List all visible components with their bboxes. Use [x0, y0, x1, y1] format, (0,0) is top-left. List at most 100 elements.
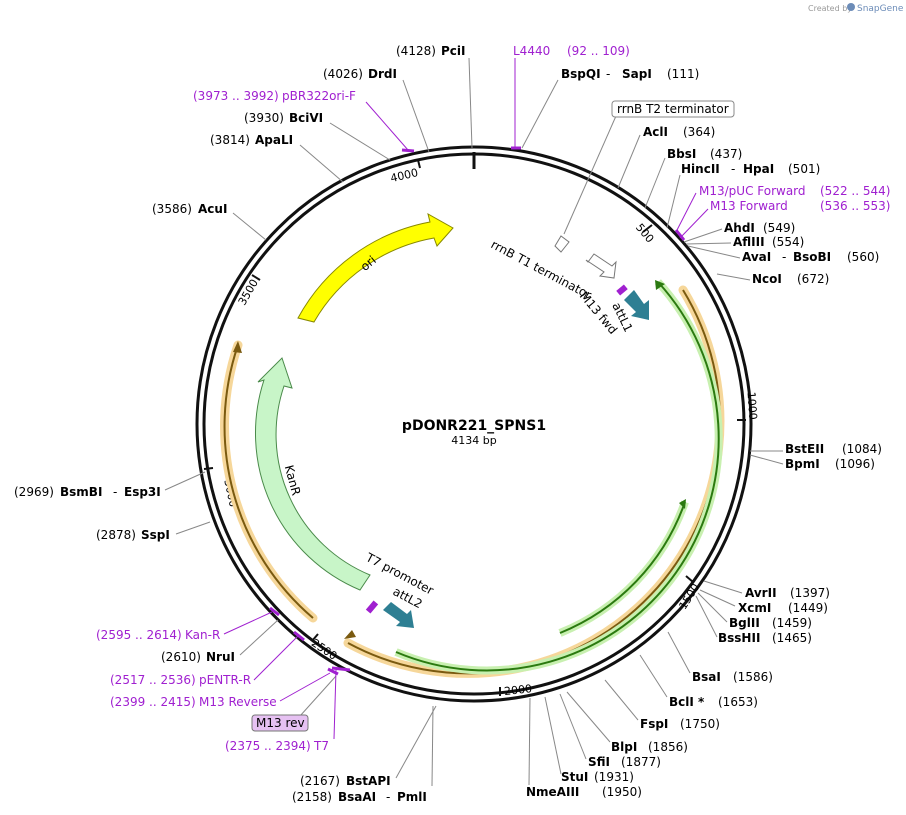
- primer-m13r[interactable]: (2399 .. 2415) M13 Reverse: [110, 667, 339, 709]
- ori-feature[interactable]: [297, 212, 454, 323]
- site-blpi[interactable]: BlpI (1856): [566, 691, 688, 754]
- primer-l4440[interactable]: L4440 (92 .. 109): [511, 44, 630, 150]
- site-bsai[interactable]: BsaI (1586): [667, 631, 773, 684]
- afliii-leader: [685, 242, 732, 245]
- attl1-feature[interactable]: [624, 290, 649, 320]
- t7-name: T7: [313, 739, 329, 753]
- site-nrui[interactable]: (2610) NruI: [161, 619, 279, 664]
- site-stui[interactable]: StuI (1931): [544, 696, 634, 784]
- site-bsteii[interactable]: BstEII (1084): [750, 442, 882, 456]
- orf-outer-arrowhead: [344, 630, 356, 639]
- ncoi-pos: (672): [797, 272, 829, 286]
- bsmbi-leader: [164, 471, 206, 491]
- xcmi-name: XcmI: [738, 601, 771, 615]
- site-nmeaiii[interactable]: NmeAIII (1950): [526, 697, 642, 799]
- site-bcli[interactable]: BclI * (1653): [639, 654, 758, 709]
- site-bsshii[interactable]: BssHII (1465): [695, 595, 812, 645]
- tick-2500: [311, 633, 319, 642]
- m13r-name: M13 Reverse: [199, 695, 277, 709]
- l4440-name: L4440: [513, 44, 550, 58]
- nmeaiii-pos: (1950): [602, 785, 642, 799]
- site-acli[interactable]: AclI (364): [617, 125, 715, 189]
- site-apali[interactable]: (3814) ApaLI: [210, 133, 344, 183]
- kanr-feature[interactable]: [254, 357, 371, 591]
- acli-leader: [617, 134, 641, 189]
- rrnb-t2-feature[interactable]: [554, 235, 570, 253]
- hincii-name: HincII: [681, 162, 720, 176]
- t7-leader: [333, 669, 337, 740]
- m13puc-leader: [675, 192, 697, 233]
- bstapi-leader: [395, 705, 437, 779]
- primer-m13f[interactable]: M13 Forward (536 .. 553): [674, 199, 890, 241]
- bglii-name: BglII: [729, 616, 760, 630]
- site-xcmi[interactable]: XcmI (1449): [699, 589, 828, 615]
- drdi-name: DrdI: [368, 67, 397, 81]
- bsai-leader: [667, 631, 691, 674]
- hincii-leader: [666, 174, 681, 229]
- rrnb-t1-label: rrnB T1 terminator: [489, 237, 594, 302]
- bsshii-leader: [695, 595, 718, 638]
- fspi-name: FspI: [640, 717, 668, 731]
- t7-mark: [365, 600, 379, 614]
- site-afliii[interactable]: AflIII (554): [685, 235, 804, 249]
- site-drdi[interactable]: (4026) DrdI: [323, 67, 430, 153]
- site-hincii[interactable]: HincII - HpaI (501): [666, 162, 820, 229]
- primer-kanr[interactable]: (2595 .. 2614) Kan-R: [96, 606, 280, 642]
- tick-label-1000: 1000: [744, 391, 759, 420]
- m13-rev-feature[interactable]: M13 rev: [251, 675, 337, 732]
- orf-green-inner-arrowhead: [679, 499, 686, 509]
- hincii-dash: -: [731, 162, 735, 176]
- site-sspi[interactable]: (2878) SspI: [96, 521, 211, 542]
- site-bsmbi[interactable]: (2969) BsmBI - Esp3I: [14, 471, 206, 499]
- site-bglii[interactable]: BglII (1459): [697, 592, 812, 630]
- site-ncoi[interactable]: NcoI (672): [716, 272, 829, 286]
- t7-range: (2375 .. 2394): [225, 739, 311, 753]
- bsteii-pos: (1084): [842, 442, 882, 456]
- afliii-name: AflIII: [733, 235, 765, 249]
- site-acui[interactable]: (3586) AcuI: [152, 202, 267, 241]
- apali-leader: [299, 144, 344, 183]
- l4440-range: (92 .. 109): [567, 44, 630, 58]
- primer-t7[interactable]: (2375 .. 2394) T7: [225, 666, 351, 753]
- acli-name: AclI: [643, 125, 668, 139]
- hpai-name: HpaI: [743, 162, 774, 176]
- bsteii-name: BstEII: [785, 442, 824, 456]
- site-sfii[interactable]: SfiI (1877): [559, 693, 661, 769]
- orf-left-arrowhead: [233, 341, 242, 353]
- tick-3000: [203, 467, 214, 470]
- primer-pbr322[interactable]: (3973 .. 3992) pBR322ori-F: [193, 89, 415, 153]
- bsai-pos: (1586): [733, 670, 773, 684]
- m13puc-range: (522 .. 544): [820, 184, 890, 198]
- plasmid-name: pDONR221_SPNS1: [402, 418, 546, 434]
- ncoi-name: NcoI: [752, 272, 782, 286]
- bspqi-pos: (111): [667, 67, 699, 81]
- t7-primer-mark: [331, 666, 351, 672]
- tick-label-2000: 2000: [503, 682, 532, 698]
- tick-1500: [685, 575, 694, 583]
- bstapi-name: BstAPI: [346, 774, 391, 788]
- site-bstapi[interactable]: (2167) BstAPI: [300, 705, 437, 788]
- pcii-name: PciI: [441, 44, 466, 58]
- site-bsaai[interactable]: (2158) BsaAI - PmlI: [292, 705, 434, 804]
- site-fspi[interactable]: FspI (1750): [604, 679, 720, 731]
- plasmid-size: 4134 bp: [451, 434, 496, 447]
- primer-pentr[interactable]: (2517 .. 2536) pENTR-R: [110, 630, 305, 687]
- acui-leader: [232, 212, 267, 241]
- site-bpmi[interactable]: BpmI (1096): [749, 454, 875, 471]
- bsaai-leader: [431, 705, 434, 787]
- site-avrii[interactable]: AvrII (1397): [703, 580, 830, 600]
- nrui-name: NruI: [206, 650, 235, 664]
- site-pcii[interactable]: (4128) PciI: [396, 44, 473, 149]
- orf-outer-line: [347, 289, 721, 675]
- site-avai[interactable]: AvaI - BsoBI (560): [687, 245, 879, 264]
- acui-name: AcuI: [198, 202, 227, 216]
- site-bspqi[interactable]: BspQI - SapI (111): [521, 67, 699, 149]
- site-bbsi[interactable]: BbsI (437): [644, 147, 742, 209]
- primer-m13puc[interactable]: M13/pUC Forward (522 .. 544): [675, 184, 890, 233]
- rrnb-t1-feature[interactable]: [585, 253, 617, 279]
- bsaai-dash: -: [386, 790, 390, 804]
- site-bcivi[interactable]: (3930) BciVI: [244, 111, 391, 161]
- attl2-feature[interactable]: [383, 602, 414, 628]
- site-ahdi[interactable]: AhdI (549): [683, 221, 795, 243]
